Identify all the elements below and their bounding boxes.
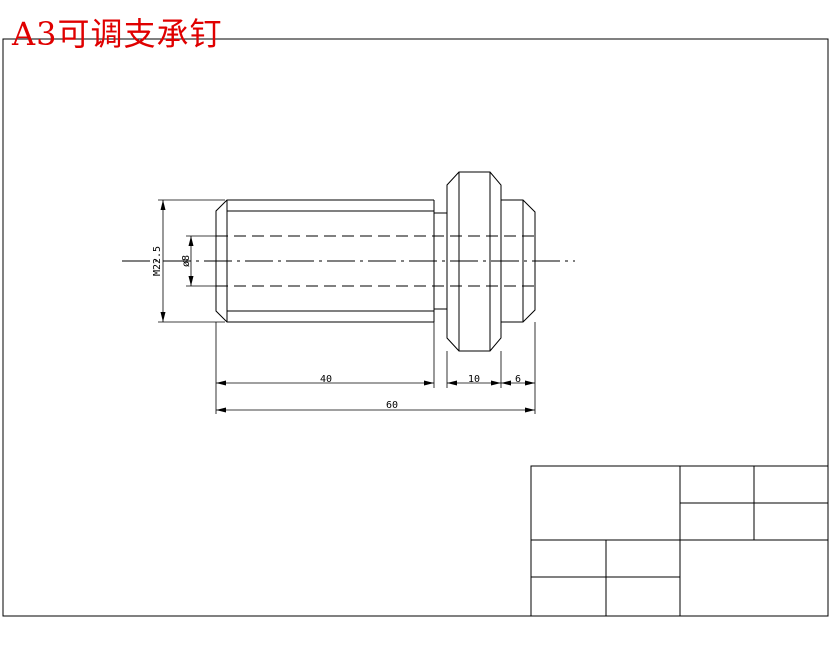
threaded-length-label: 40 [320,374,332,385]
part-outline [215,171,536,352]
bore-diameter-dimension [186,235,225,287]
tail-length-dimension [501,380,535,386]
collar-width-label: 10 [468,374,480,385]
title-block [530,465,829,617]
collar-width-dimension [447,380,501,386]
thread-diameter-dimension [158,199,225,323]
drawing-border [2,38,829,617]
overall-length-label: 60 [386,400,398,411]
extension-lines [215,322,536,414]
thread-diameter-label: M22.5 [152,246,163,276]
threaded-length-dimension [216,380,434,386]
overall-length-dimension [216,407,535,413]
bore-diameter-label: ø8 [181,255,192,267]
tail-length-label: 6 [515,374,521,385]
drawing-title: A3可调支承钉 [12,15,223,53]
